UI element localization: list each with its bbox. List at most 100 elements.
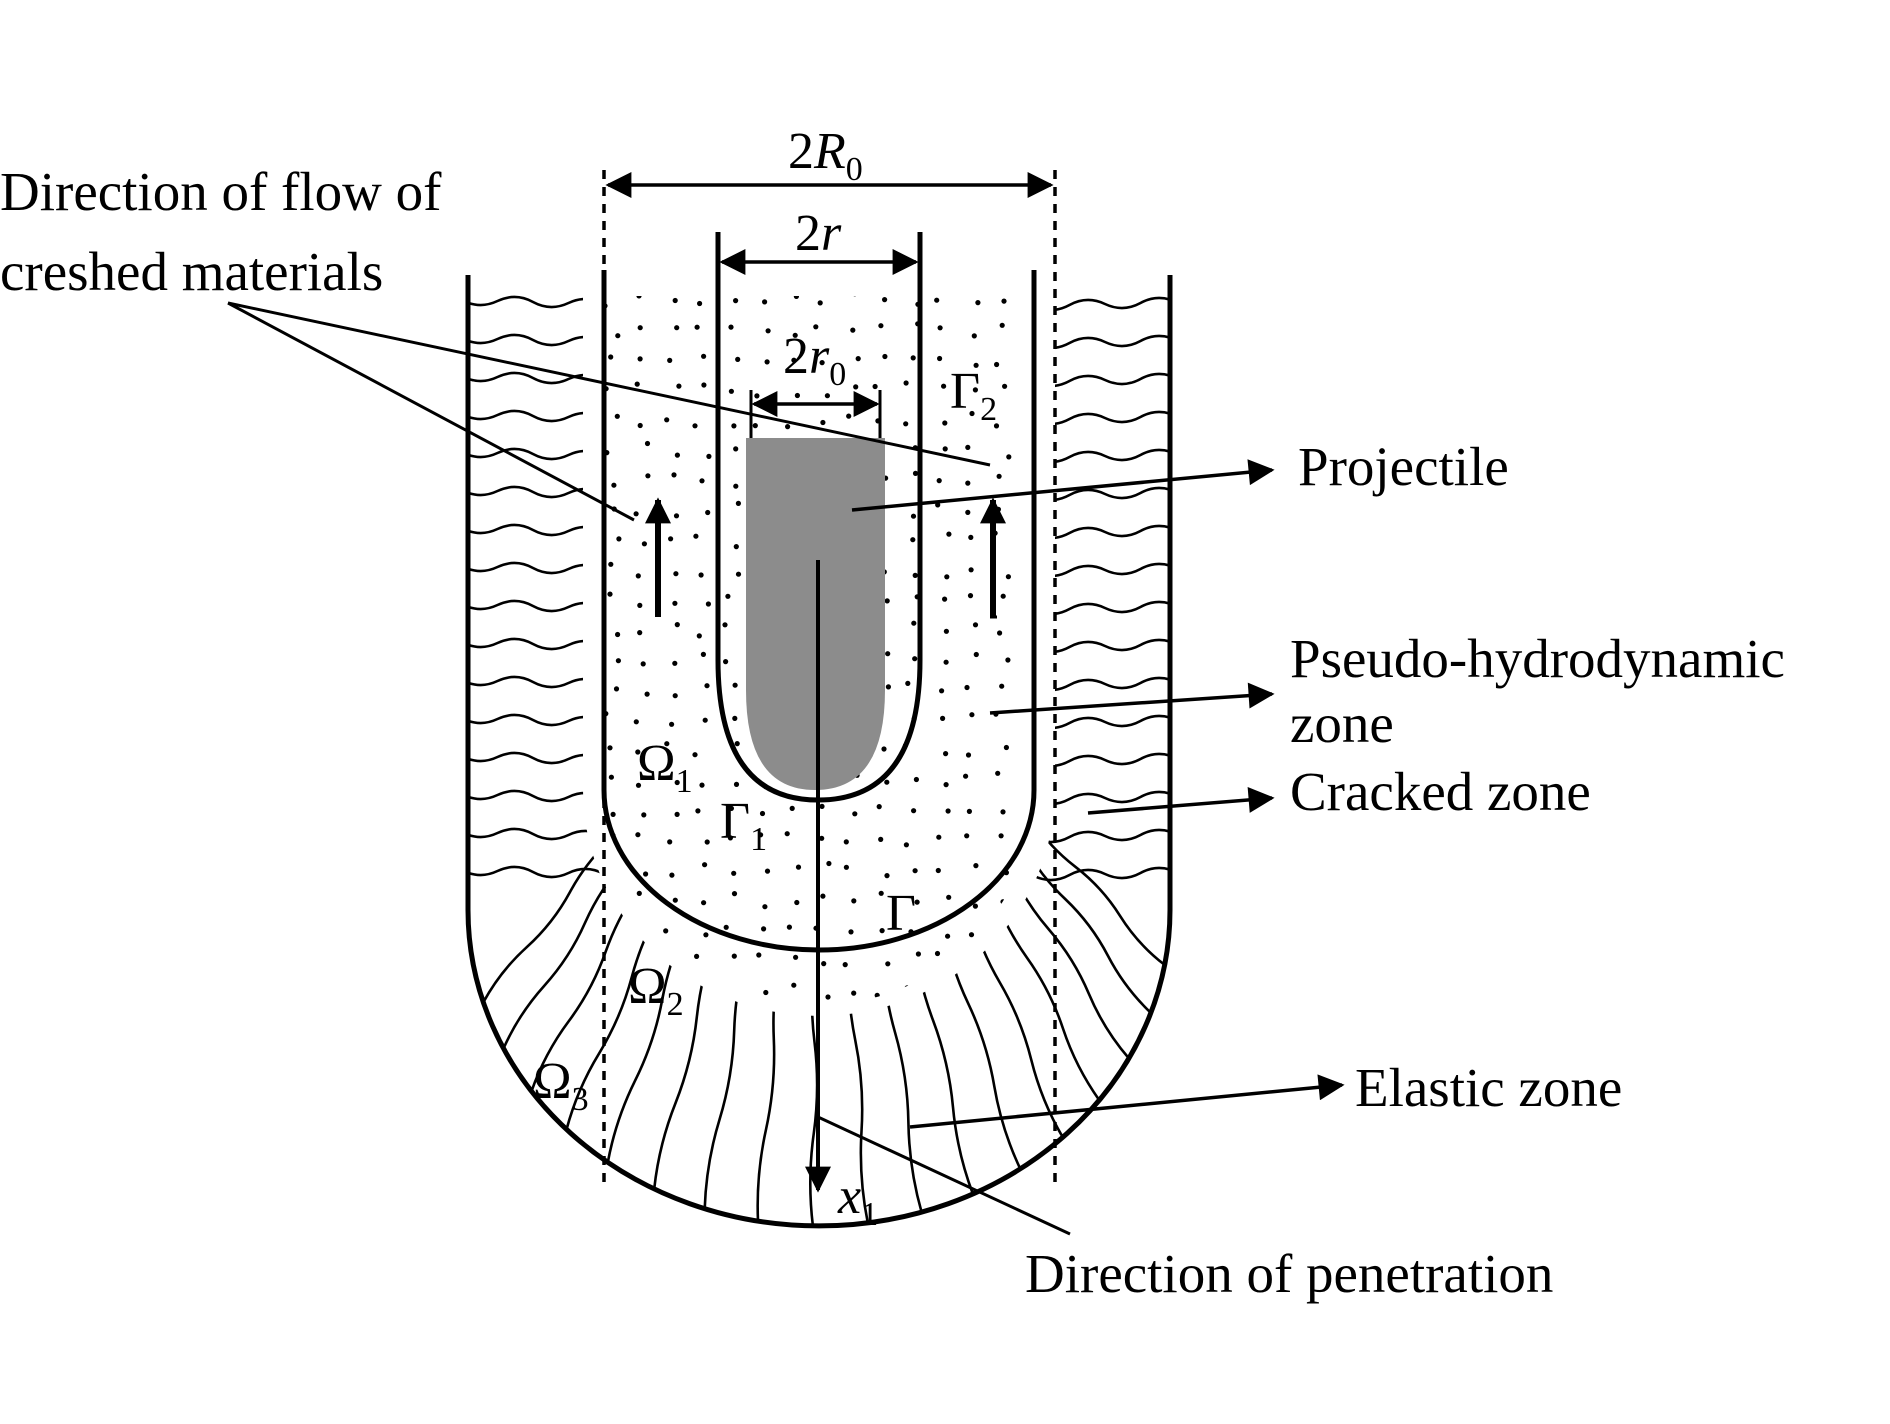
- stipple-dot: [664, 741, 670, 747]
- label-elastic-zone: Elastic zone: [1355, 1057, 1622, 1118]
- stipple-dot: [885, 651, 891, 657]
- omega3-label: Ω3: [533, 1053, 589, 1118]
- stipple-dot: [641, 812, 647, 818]
- stipple-dot: [885, 684, 892, 690]
- stipple-dot: [825, 994, 831, 1000]
- crack-line: [1033, 714, 1170, 730]
- stipple-dot: [969, 712, 975, 718]
- stipple-dot: [941, 383, 947, 389]
- stipple-dot: [820, 419, 826, 426]
- crack-line: [468, 789, 605, 803]
- stipple-dot: [673, 571, 679, 577]
- stipple-dot: [702, 981, 709, 987]
- stipple-dot: [1002, 383, 1008, 389]
- stipple-dot: [968, 994, 975, 1000]
- stipple-dot: [698, 572, 704, 578]
- stipple-dot: [820, 893, 826, 899]
- stipple-dot: [994, 361, 1000, 368]
- stipple-dot: [942, 420, 948, 426]
- stipple-dot: [819, 803, 825, 810]
- stipple-dot: [973, 651, 979, 658]
- stipple-dot: [939, 688, 945, 694]
- stipple-dot: [817, 300, 823, 306]
- stipple-dot: [667, 839, 673, 845]
- stipple-dot: [637, 422, 643, 429]
- stipple-dot: [731, 953, 737, 959]
- stipple-dot: [971, 333, 977, 339]
- stipple-dot: [735, 571, 742, 577]
- stipple-dot: [965, 509, 971, 515]
- stipple-dot: [821, 961, 827, 967]
- stipple-dot: [914, 899, 920, 905]
- stipple-dot: [663, 928, 669, 934]
- stipple-dot: [756, 952, 762, 958]
- crack-line: [468, 599, 605, 613]
- stipple-dot: [695, 808, 701, 814]
- stipple-dot: [732, 682, 738, 688]
- crack-line: [468, 333, 605, 347]
- stipple-dot: [968, 534, 974, 541]
- stipple-dot: [763, 989, 769, 996]
- stipple-dot: [943, 782, 949, 788]
- stipple-dot: [993, 423, 1000, 429]
- stipple-dot: [945, 933, 951, 939]
- stipple-dot: [964, 833, 970, 839]
- stipple-dot: [705, 509, 711, 516]
- stipple-dot: [946, 894, 952, 900]
- crack-line: [468, 827, 605, 841]
- stipple-dot: [910, 355, 916, 361]
- stipple-dot: [1005, 574, 1012, 580]
- leader-flow-left: [227, 301, 635, 522]
- stipple-dot: [634, 381, 640, 387]
- stipple-dot: [934, 297, 940, 303]
- stipple-dot: [964, 684, 970, 691]
- stipple-dot: [911, 808, 917, 814]
- label-projectile: Projectile: [1298, 436, 1509, 497]
- dimension-2R0-label: 2R0: [788, 123, 863, 188]
- omega2-label: Ω2: [628, 958, 684, 1023]
- stipple-dot: [728, 388, 735, 394]
- stipple-dot: [842, 962, 848, 968]
- gamma2-label: Γ2: [950, 363, 997, 428]
- stipple-dot: [725, 593, 731, 599]
- cracked-zone-lines: [468, 295, 1170, 1226]
- stipple-dot: [943, 751, 949, 757]
- crack-line: [468, 295, 605, 309]
- stipple-dot: [995, 506, 1002, 512]
- stipple-dot: [852, 296, 858, 297]
- stipple-dot: [1006, 454, 1012, 460]
- stipple-dot: [616, 536, 622, 542]
- stipple-dot: [664, 417, 670, 423]
- stipple-dot: [813, 324, 819, 330]
- stipple-dot: [605, 923, 611, 930]
- stipple-dot: [667, 357, 673, 363]
- stipple-dot: [855, 356, 861, 362]
- stipple-dot: [676, 383, 682, 389]
- stipple-dot: [791, 982, 797, 988]
- label-direction-of-penetration: Direction of penetration: [1025, 1243, 1553, 1304]
- crack-line: [1033, 828, 1170, 844]
- leader-pseudo-hydrodynamic: [989, 682, 1275, 715]
- stipple-dot: [635, 749, 641, 755]
- stipple-dot: [998, 833, 1004, 839]
- stipple-dot: [872, 383, 878, 390]
- crack-line: [703, 940, 751, 1209]
- stipple-dot: [672, 297, 678, 304]
- stipple-dot: [615, 658, 622, 664]
- stipple-dot: [722, 622, 728, 628]
- stipple-dot: [996, 957, 1002, 963]
- stipple-dot: [674, 779, 680, 786]
- stipple-dot: [910, 513, 917, 519]
- stipple-dot: [613, 686, 620, 692]
- stipple-dot: [637, 630, 643, 636]
- stipple-dot: [936, 834, 942, 840]
- stipple-dot: [851, 990, 857, 996]
- stipple-dot: [754, 393, 760, 399]
- stipple-dot: [965, 480, 971, 486]
- stipple-dot: [911, 620, 917, 626]
- stipple-dot: [674, 325, 680, 331]
- stipple-dot: [733, 446, 739, 452]
- stipple-dot: [728, 324, 734, 330]
- stipple-dot: [1001, 298, 1007, 304]
- stipple-dot: [945, 808, 951, 814]
